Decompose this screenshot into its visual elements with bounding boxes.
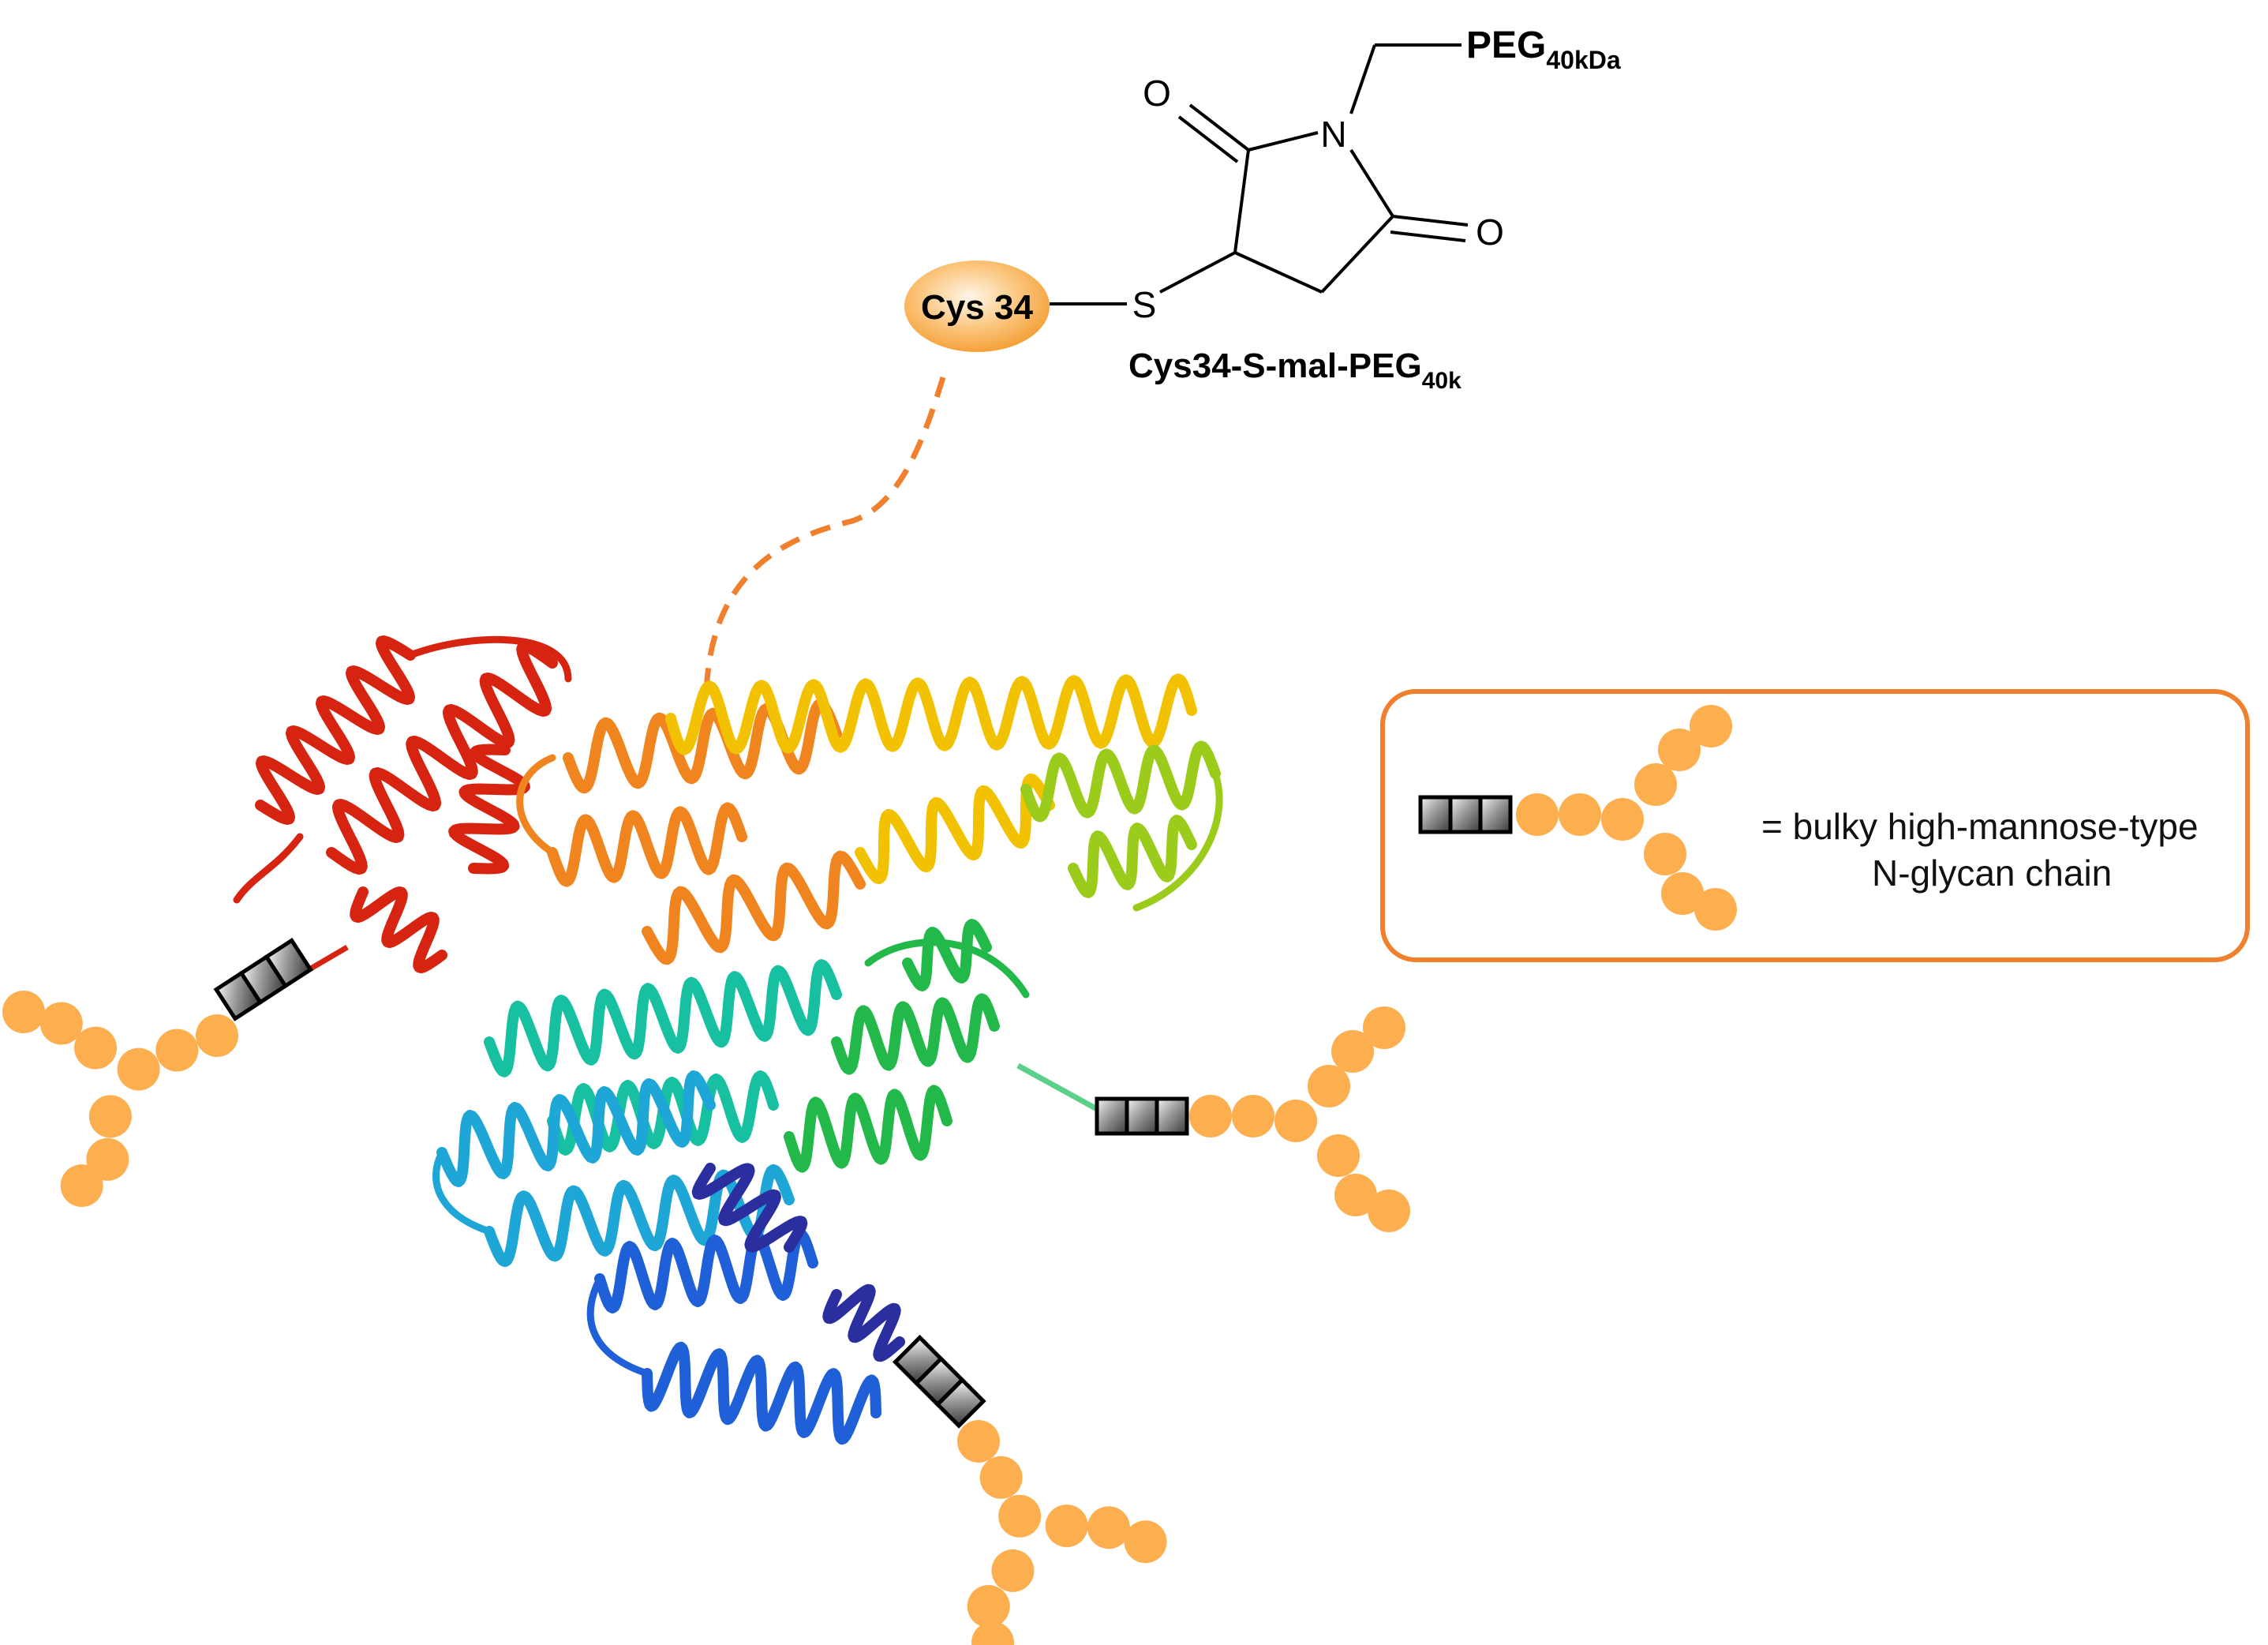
- loop-red-1: [406, 635, 572, 683]
- loop-cyan-1: [432, 1149, 493, 1235]
- loop-red-2: [233, 833, 304, 904]
- legend-border: [1380, 689, 2250, 962]
- helix-lime-1: [1020, 740, 1221, 822]
- helix-blue-2: [642, 1341, 881, 1445]
- glycan-bottom-linker: [895, 1337, 983, 1426]
- bond-c3-s: [1159, 251, 1236, 294]
- helix-cyan-2: [484, 1163, 795, 1268]
- atom-s-label: S: [1132, 284, 1157, 325]
- helix-orange-3: [642, 850, 866, 965]
- helix-green-3: [902, 919, 992, 991]
- atom-o-label-2: O: [1476, 212, 1504, 253]
- glycan-left-linker: [216, 940, 311, 1018]
- helix-orange-1: [563, 698, 842, 794]
- helix-green-2: [831, 993, 1000, 1075]
- helix-blue-1: [594, 1228, 818, 1313]
- cys34-label: Cys 34: [921, 288, 1033, 327]
- helix-indigo-2: [822, 1283, 905, 1362]
- glycan-right-linker: [1097, 1099, 1187, 1134]
- loop-blue-1: [586, 1275, 651, 1377]
- helix-cyan-1: [436, 1070, 716, 1187]
- maleimide-structure: [1050, 43, 1469, 305]
- peg-label: PEG40kDa: [1466, 24, 1621, 74]
- glycan-right: [1016, 1006, 1410, 1232]
- bond-c4-c5: [1320, 215, 1394, 294]
- loop-green-1: [864, 939, 1030, 999]
- bond-n-c2: [1248, 131, 1319, 152]
- helix-red-2: [326, 641, 558, 875]
- glycan-right-stalk: [1016, 1062, 1098, 1112]
- legend-line-2: N-glycan chain: [1872, 852, 2112, 894]
- atom-o-label: O: [1143, 73, 1171, 114]
- helix-green-1: [784, 1085, 952, 1173]
- bond-n-ch2: [1349, 44, 1376, 114]
- atom-n-label: N: [1320, 114, 1346, 155]
- protein-ribbon: [233, 635, 1223, 1445]
- legend-linker-symbol: [1420, 797, 1510, 832]
- cys34-ellipse: [904, 260, 1050, 352]
- glycan-right-tree: [1189, 1006, 1410, 1232]
- conjugate-caption: Cys34-S-mal-PEG40k: [1128, 347, 1461, 394]
- loop-lime-1: [1132, 770, 1223, 912]
- cys34-dashed-linker: [703, 376, 946, 695]
- helix-indigo-1: [691, 1163, 808, 1253]
- bond-n-c5: [1349, 148, 1394, 218]
- bond-c2-o: [1188, 103, 1250, 152]
- helix-red-3: [448, 744, 530, 875]
- helix-lime-2: [1068, 815, 1197, 898]
- helix-orange-2: [547, 802, 747, 887]
- bond-c5-o-double: [1390, 230, 1466, 242]
- helix-red-1: [255, 635, 416, 825]
- bond-c3-c4: [1234, 251, 1323, 294]
- legend-line-1: = bulky high-mannose-type: [1761, 806, 2199, 847]
- glycan-bottom: [869, 1337, 1177, 1645]
- glycan-left-tree: [0, 925, 277, 1213]
- legend: = bulky high-mannose-type N-glycan chain: [1380, 689, 2250, 962]
- bond-c5-o: [1392, 215, 1469, 227]
- helix-teal-1: [484, 959, 842, 1077]
- glycan-bottom-tree: [869, 1365, 1177, 1645]
- glycan-left: [0, 925, 349, 1213]
- bond-c2-c3: [1233, 149, 1250, 253]
- helix-red-4: [350, 886, 447, 973]
- helix-yellow-1: [665, 673, 1197, 755]
- bond-c2-o-double: [1177, 115, 1239, 163]
- loop-orange-1: [516, 754, 556, 856]
- helix-yellow-2: [855, 773, 1055, 885]
